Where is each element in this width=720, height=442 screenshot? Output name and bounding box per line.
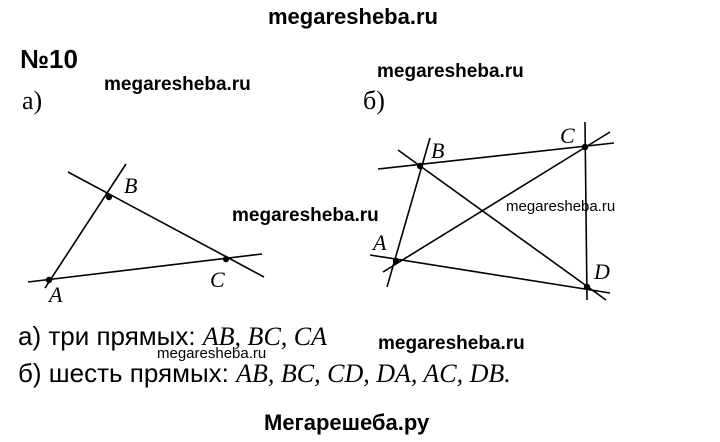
line-bc bbox=[377, 142, 615, 170]
watermark-center: megaresheba.ru bbox=[232, 205, 379, 226]
watermark-answer-small: megaresheba.ru bbox=[157, 345, 267, 362]
answer-a-prefix: а) три прямых: bbox=[18, 321, 203, 351]
point-d bbox=[583, 283, 591, 291]
label-b: B bbox=[124, 173, 137, 198]
line-ab bbox=[44, 163, 127, 289]
point-c bbox=[581, 143, 589, 151]
answer-a: а) три прямых: AB, BC, CA bbox=[18, 321, 327, 352]
line-ac bbox=[382, 131, 611, 273]
figure-b bbox=[369, 121, 615, 301]
part-a-label: а) bbox=[22, 86, 43, 115]
line-bc bbox=[67, 171, 265, 278]
watermark-answer-overlap: megaresheba.ru bbox=[378, 333, 525, 354]
figure-b-points bbox=[392, 143, 591, 291]
line-cd bbox=[584, 121, 588, 301]
watermark-center-small: megaresheba.ru bbox=[506, 198, 616, 215]
figure-a bbox=[27, 163, 265, 289]
watermark-top: megaresheba.ru bbox=[268, 4, 438, 29]
watermark-left: megaresheba.ru bbox=[104, 74, 251, 95]
footer-site-name: Мегарешеба.ру bbox=[264, 410, 430, 435]
label-a: A bbox=[47, 282, 63, 307]
point-a bbox=[45, 276, 53, 284]
point-a bbox=[392, 257, 400, 265]
watermark-right: megaresheba.ru bbox=[377, 61, 524, 82]
point-b bbox=[416, 162, 424, 170]
label-d: D bbox=[593, 259, 610, 284]
answer-b-lines: AB, BC, CD, DA, AC, DB. bbox=[236, 359, 511, 388]
figure-a-points bbox=[45, 193, 230, 284]
point-c bbox=[222, 255, 230, 263]
line-da bbox=[369, 254, 611, 294]
line-db bbox=[397, 149, 607, 301]
label-a: A bbox=[371, 230, 387, 255]
label-c: C bbox=[560, 123, 575, 148]
answer-a-lines: AB, BC, CA bbox=[202, 322, 328, 351]
answer-b-prefix: б) шесть прямых: bbox=[18, 358, 237, 388]
problem-number: №10 bbox=[20, 44, 78, 74]
label-c: C bbox=[210, 267, 225, 292]
label-b: B bbox=[431, 138, 444, 163]
point-b bbox=[105, 193, 113, 201]
answer-b: б) шесть прямых: AB, BC, CD, DA, AC, DB. bbox=[18, 358, 511, 389]
part-b-label: б) bbox=[363, 86, 385, 115]
